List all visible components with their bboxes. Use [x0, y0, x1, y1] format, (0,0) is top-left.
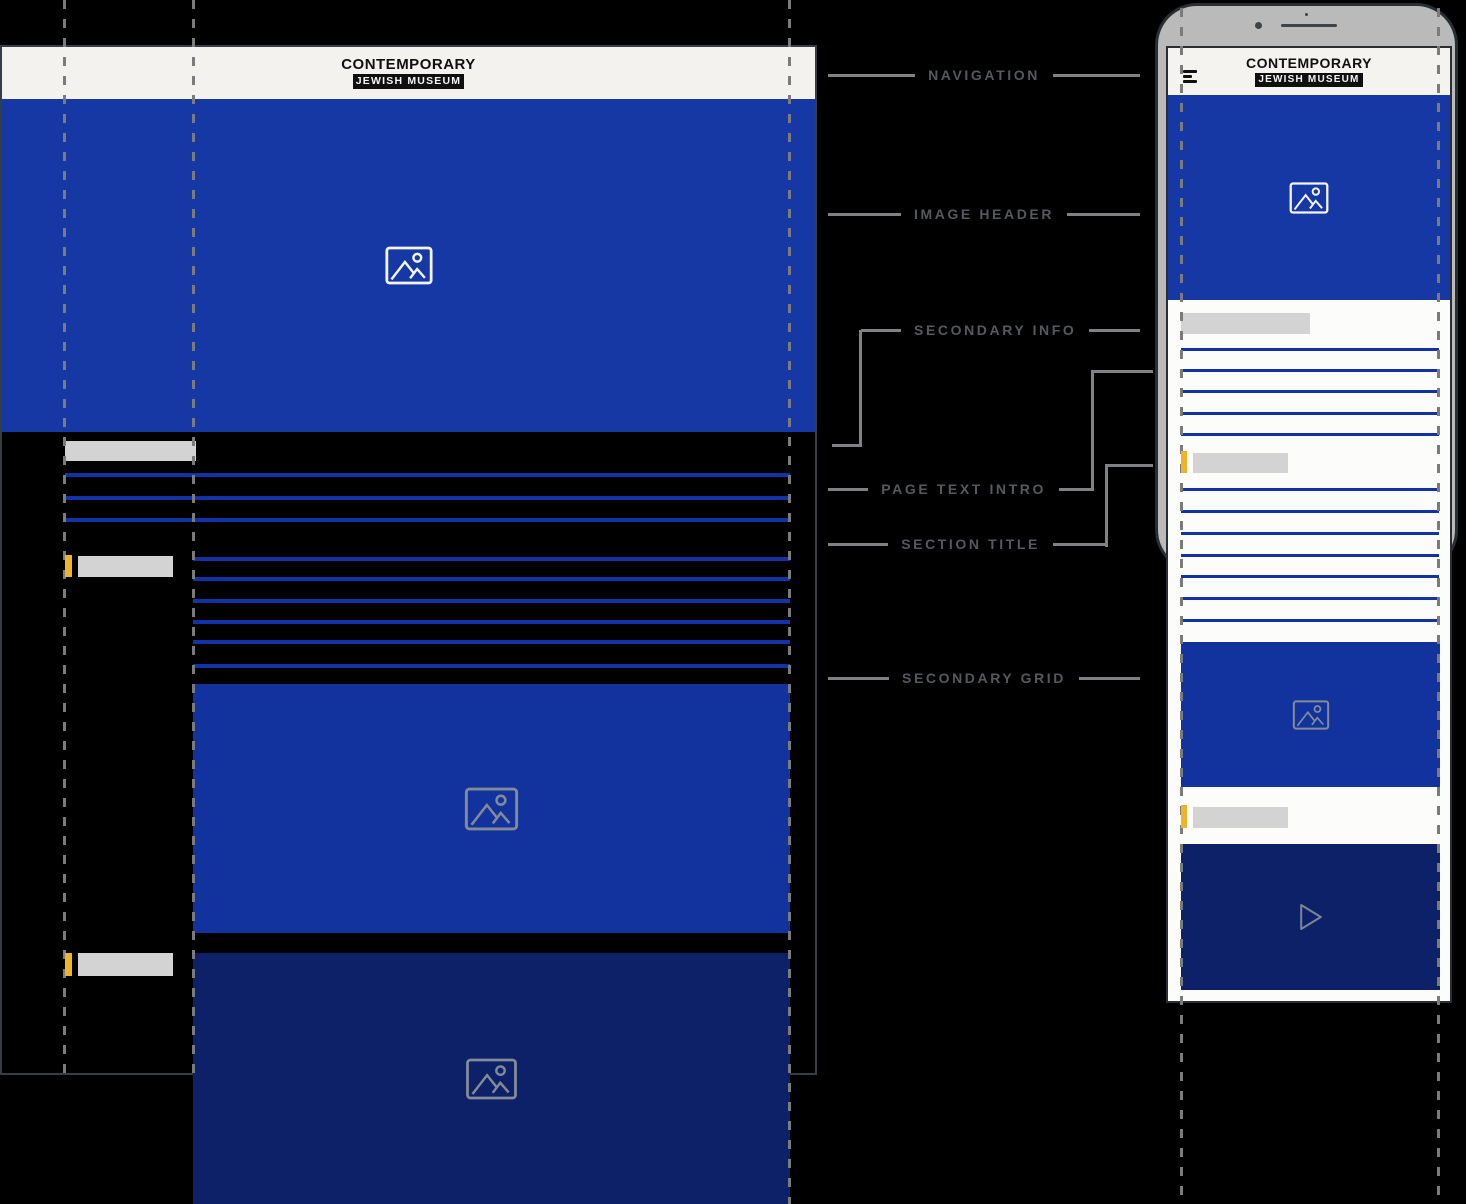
- text-line: [1181, 597, 1439, 600]
- image-placeholder-icon: [384, 246, 433, 285]
- annotation-line: [1059, 487, 1094, 491]
- section-title-placeholder: [1193, 453, 1288, 473]
- text-line: [1181, 575, 1439, 578]
- logo-line1: CONTEMPORARY: [341, 56, 476, 74]
- play-icon[interactable]: [1299, 902, 1323, 932]
- text-line: [1181, 532, 1439, 535]
- logo-line2: JEWISH MUSEUM: [352, 74, 465, 89]
- section-title-placeholder: [78, 556, 173, 577]
- annotation-image-header: IMAGE HEADER: [828, 202, 1141, 226]
- text-line: [1181, 619, 1439, 622]
- annotation-line: [828, 73, 916, 77]
- annotation-line: [1067, 212, 1141, 216]
- text-line: [1181, 488, 1439, 491]
- secondary-image-block: [193, 684, 790, 933]
- phone-navbar: CONTEMPORARY JEWISH MUSEUM: [1168, 48, 1450, 95]
- section-title-accent: [1181, 451, 1187, 473]
- camera-dot: [1255, 22, 1262, 29]
- section-title-placeholder: [1193, 807, 1288, 828]
- logo-line2: JEWISH MUSEUM: [1255, 73, 1363, 87]
- secondary-image-block: [1181, 642, 1440, 787]
- video-block: [1181, 844, 1440, 990]
- text-line: [193, 599, 790, 603]
- annotation-line: [1089, 328, 1140, 332]
- annotation-label: SECONDARY INFO: [914, 322, 1077, 338]
- annotation-page-text-intro: PAGE TEXT INTRO: [828, 477, 1094, 501]
- annotation-secondary-grid: SECONDARY GRID: [828, 666, 1141, 690]
- vertical-guide: [63, 0, 66, 1073]
- phone-image-header: [1168, 95, 1450, 300]
- annotation-connector: [859, 330, 862, 447]
- desktop-image-header: [2, 99, 815, 432]
- vertical-guide: [1437, 8, 1440, 1204]
- phone-logo[interactable]: CONTEMPORARY JEWISH MUSEUM: [1246, 56, 1372, 87]
- annotation-line: [828, 212, 901, 216]
- annotation-label: SECONDARY GRID: [902, 670, 1066, 686]
- text-line: [65, 496, 790, 500]
- image-placeholder-icon: [466, 1058, 517, 1099]
- annotation-line: [1052, 73, 1140, 77]
- text-line: [65, 473, 790, 477]
- section-title-accent: [65, 555, 72, 577]
- annotation-connector: [1105, 464, 1153, 467]
- text-line: [65, 518, 790, 522]
- annotation-navigation: NAVIGATION: [828, 63, 1140, 87]
- annotation-connector: [1091, 371, 1094, 491]
- annotation-line: [828, 487, 869, 491]
- section-title-placeholder: [78, 953, 173, 976]
- annotation-section-title: SECTION TITLE: [828, 532, 1108, 556]
- annotation-label: NAVIGATION: [928, 67, 1040, 83]
- text-line: [1181, 433, 1439, 436]
- vertical-guide: [192, 0, 195, 1073]
- text-line: [1181, 554, 1439, 557]
- annotation-label: IMAGE HEADER: [913, 206, 1055, 222]
- annotation-connector: [1091, 370, 1153, 373]
- phone-hamburger-menu-icon[interactable]: [1183, 70, 1197, 83]
- annotation-label: SECTION TITLE: [901, 536, 1040, 552]
- secondary-info-placeholder: [65, 441, 196, 461]
- image-placeholder-icon: [464, 787, 519, 830]
- section-title-accent: [65, 953, 72, 976]
- camera-pinhole-dot: [1305, 13, 1308, 16]
- annotation-line: [828, 542, 889, 546]
- annotation-secondary-info: SECONDARY INFO: [861, 318, 1140, 342]
- text-line: [193, 557, 790, 561]
- desktop-logo[interactable]: CONTEMPORARY JEWISH MUSEUM: [341, 57, 476, 89]
- annotation-line: [1053, 542, 1108, 546]
- secondary-info-placeholder: [1181, 313, 1310, 334]
- speaker-slot: [1281, 24, 1337, 27]
- section-title-accent: [1181, 805, 1187, 828]
- text-line: [193, 664, 790, 668]
- text-line: [193, 620, 790, 624]
- vertical-guide: [788, 0, 791, 1204]
- annotation-connector: [1105, 465, 1108, 547]
- tertiary-image-block: [193, 953, 790, 1204]
- annotation-line: [828, 676, 890, 680]
- text-line: [1181, 412, 1439, 415]
- image-placeholder-icon: [1289, 181, 1329, 214]
- annotation-connector: [832, 444, 862, 447]
- desktop-navbar: CONTEMPORARY JEWISH MUSEUM: [2, 47, 815, 99]
- text-line: [1181, 510, 1439, 513]
- logo-line1: CONTEMPORARY: [1245, 55, 1373, 71]
- image-placeholder-icon: [1292, 699, 1329, 730]
- text-line: [193, 640, 790, 644]
- annotation-label: PAGE TEXT INTRO: [881, 481, 1046, 497]
- text-line: [193, 577, 790, 581]
- annotation-line: [861, 328, 901, 332]
- vertical-guide: [1180, 8, 1183, 1204]
- annotation-line: [1079, 676, 1141, 680]
- text-line: [1181, 369, 1439, 372]
- text-line: [1181, 348, 1439, 351]
- text-line: [1181, 390, 1439, 393]
